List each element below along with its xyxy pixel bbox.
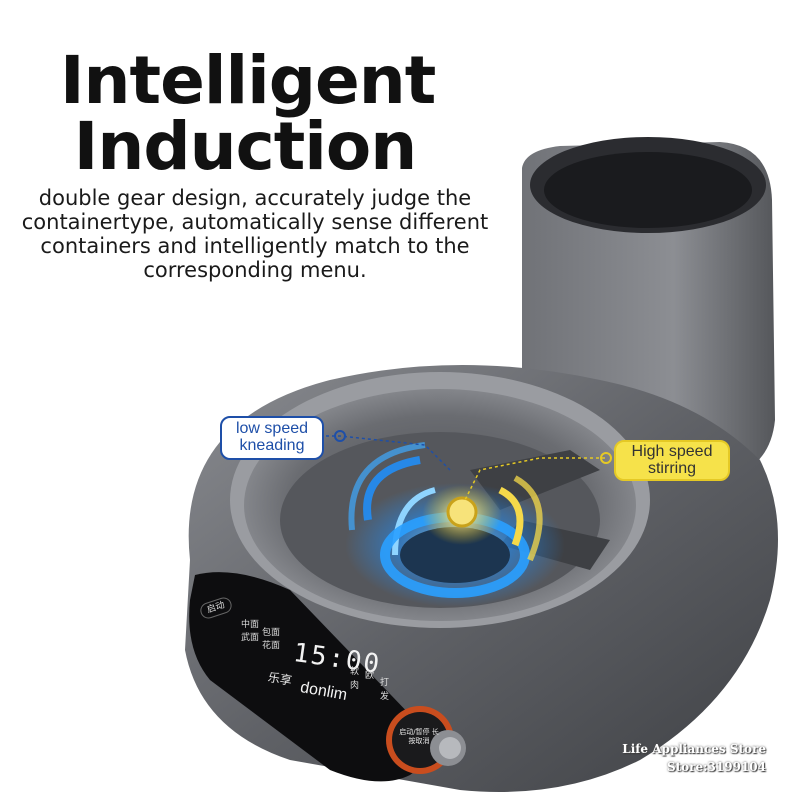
low-speed-line-2: kneading <box>239 437 305 454</box>
high-speed-callout: High speed stirring <box>614 440 730 481</box>
store-watermark: Life Appliances Store Store:3199104 <box>622 740 766 776</box>
description-line: corresponding menu. <box>143 258 367 282</box>
description-line: double gear design, accurately judge the <box>38 186 472 210</box>
store-id: Store:3199104 <box>666 760 766 774</box>
knob-label[interactable]: 启动/暂停 长按取消 <box>399 728 439 745</box>
mode-label[interactable]: 花面 <box>262 641 281 651</box>
headline-line-1: Intelligent <box>60 42 436 119</box>
mode-label[interactable]: 软 <box>350 667 360 677</box>
mode-label[interactable]: 武面 <box>241 633 260 643</box>
mode-label[interactable]: 中面 <box>241 620 260 630</box>
description-line: containers and intelligently match to th… <box>40 234 470 258</box>
low-speed-callout: low speed kneading <box>220 416 324 460</box>
high-speed-line-1: High speed <box>631 443 713 460</box>
description: double gear design, accurately judge the… <box>0 186 510 282</box>
control-panel <box>189 572 427 782</box>
mode-label[interactable]: 欧 <box>365 671 375 681</box>
low-speed-line-1: low speed <box>235 420 309 437</box>
mode-label[interactable]: 打 <box>380 678 390 688</box>
store-name: Life Appliances Store <box>622 742 766 756</box>
headline: Intelligent Induction <box>60 42 436 185</box>
headline-line-2: Induction <box>73 108 417 185</box>
mode-label[interactable]: 肉 <box>350 681 360 691</box>
description-line: containertype, automatically sense diffe… <box>21 210 489 234</box>
mode-label[interactable]: 包面 <box>262 628 281 638</box>
mode-label[interactable]: 发 <box>380 692 390 702</box>
high-speed-line-2: stirring <box>647 460 696 477</box>
